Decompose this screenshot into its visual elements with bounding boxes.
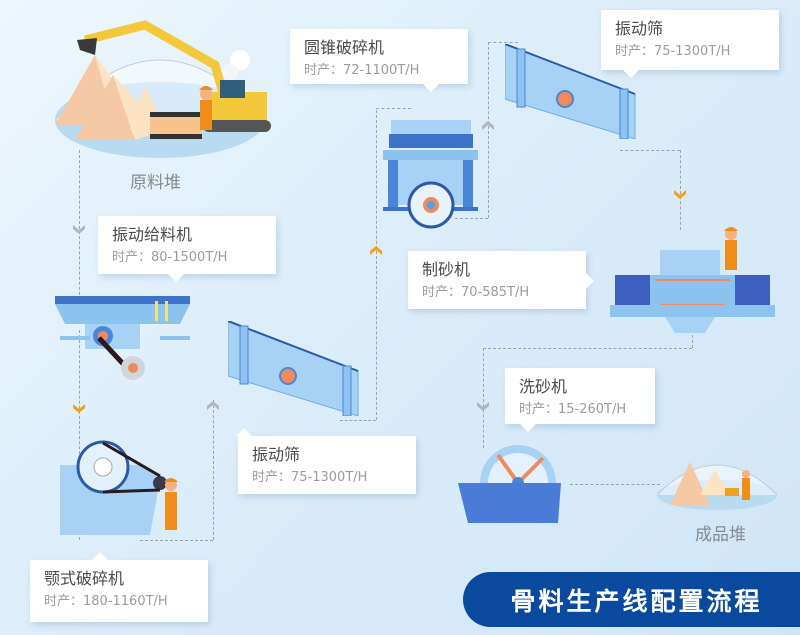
vibrating-screen-illustration <box>505 44 636 139</box>
flow-line-sand-down <box>692 320 693 348</box>
chevron-down-icon <box>674 190 686 199</box>
station-card-sand-washer: 洗砂机 时产：15-260T/H <box>505 368 655 432</box>
chevron-up-icon <box>207 401 219 410</box>
station-card-sand-maker: 制砂机 时产：70-585T/H <box>408 251 594 309</box>
station-name: 洗砂机 <box>519 377 568 396</box>
flow-line-screen-to-cone-v <box>376 110 377 420</box>
vibrating-screen-illustration <box>228 321 359 416</box>
flow-line-jaw-to-screen-h <box>140 540 213 541</box>
station-capacity: 时产：80-1500T/H <box>112 250 228 265</box>
flow-line-washer-to-finished <box>570 484 660 485</box>
card-pointer <box>520 424 536 440</box>
flow-line-screen-top <box>488 42 518 43</box>
station-card-vibrating-screen-top: 振动筛 时产：75-1300T/H <box>601 10 779 78</box>
card-pointer <box>236 420 252 436</box>
flow-line-raw-to-feeder <box>79 150 80 300</box>
flow-line-cone-top <box>376 108 411 109</box>
page-title: 骨料生产线配置流程 <box>463 572 800 627</box>
card-pointer <box>623 70 639 86</box>
sand-washer-illustration <box>458 445 561 523</box>
chevron-down-icon <box>73 225 85 234</box>
finished-pile-illustration <box>656 462 778 510</box>
station-capacity: 时产：180-1160T/H <box>44 594 168 609</box>
raw-material-pile-illustration <box>54 20 271 158</box>
cone-crusher-illustration <box>383 120 478 229</box>
flow-line-screen-to-sand-v <box>680 150 681 230</box>
flow-line-sand-to-washer-h <box>483 348 692 349</box>
flow-line-screen-to-cone-h <box>340 420 376 421</box>
sand-maker-illustration <box>610 227 775 333</box>
station-capacity: 时产：75-1300T/H <box>252 470 368 485</box>
station-name: 颚式破碎机 <box>44 569 125 588</box>
card-pointer <box>92 544 108 560</box>
station-capacity: 时产：72-1100T/H <box>304 63 420 78</box>
chevron-down-icon <box>73 404 85 413</box>
chevron-up-icon <box>370 246 382 255</box>
station-card-vibrating-feeder: 振动给料机 时产：80-1500T/H <box>98 216 276 282</box>
chevron-down-icon <box>477 402 489 411</box>
flow-line-cone-to-screen-v <box>488 42 489 218</box>
flow-line-sand-to-washer-v <box>483 348 484 448</box>
station-capacity: 时产：15-260T/H <box>519 402 627 417</box>
station-card-jaw-crusher: 颚式破碎机 时产：180-1160T/H <box>30 552 208 622</box>
raw-pile-label: 原料堆 <box>130 173 181 193</box>
jaw-crusher-illustration <box>60 440 178 535</box>
flow-line-screen-to-sand-h <box>620 150 680 151</box>
station-capacity: 时产：75-1300T/H <box>615 44 731 59</box>
station-name: 振动给料机 <box>112 225 193 244</box>
station-card-cone-crusher: 圆锥破碎机 时产：72-1100T/H <box>290 29 468 92</box>
card-pointer <box>423 84 439 100</box>
station-name: 制砂机 <box>422 260 471 279</box>
station-name: 圆锥破碎机 <box>304 38 385 57</box>
station-name: 振动筛 <box>615 19 664 38</box>
flow-line-feeder-to-jaw <box>79 330 80 540</box>
flow-line-jaw-to-screen-v <box>213 400 214 540</box>
station-capacity: 时产：70-585T/H <box>422 285 530 300</box>
finished-pile-label: 成品堆 <box>695 525 746 545</box>
station-name: 振动筛 <box>252 445 301 464</box>
chevron-up-icon <box>482 121 494 130</box>
flow-line-cone-to-screen-h <box>455 218 488 219</box>
station-card-vibrating-screen-bottom: 振动筛 时产：75-1300T/H <box>236 428 416 494</box>
vibrating-feeder-illustration <box>55 296 190 380</box>
card-pointer <box>168 274 184 290</box>
card-pointer <box>586 273 602 289</box>
